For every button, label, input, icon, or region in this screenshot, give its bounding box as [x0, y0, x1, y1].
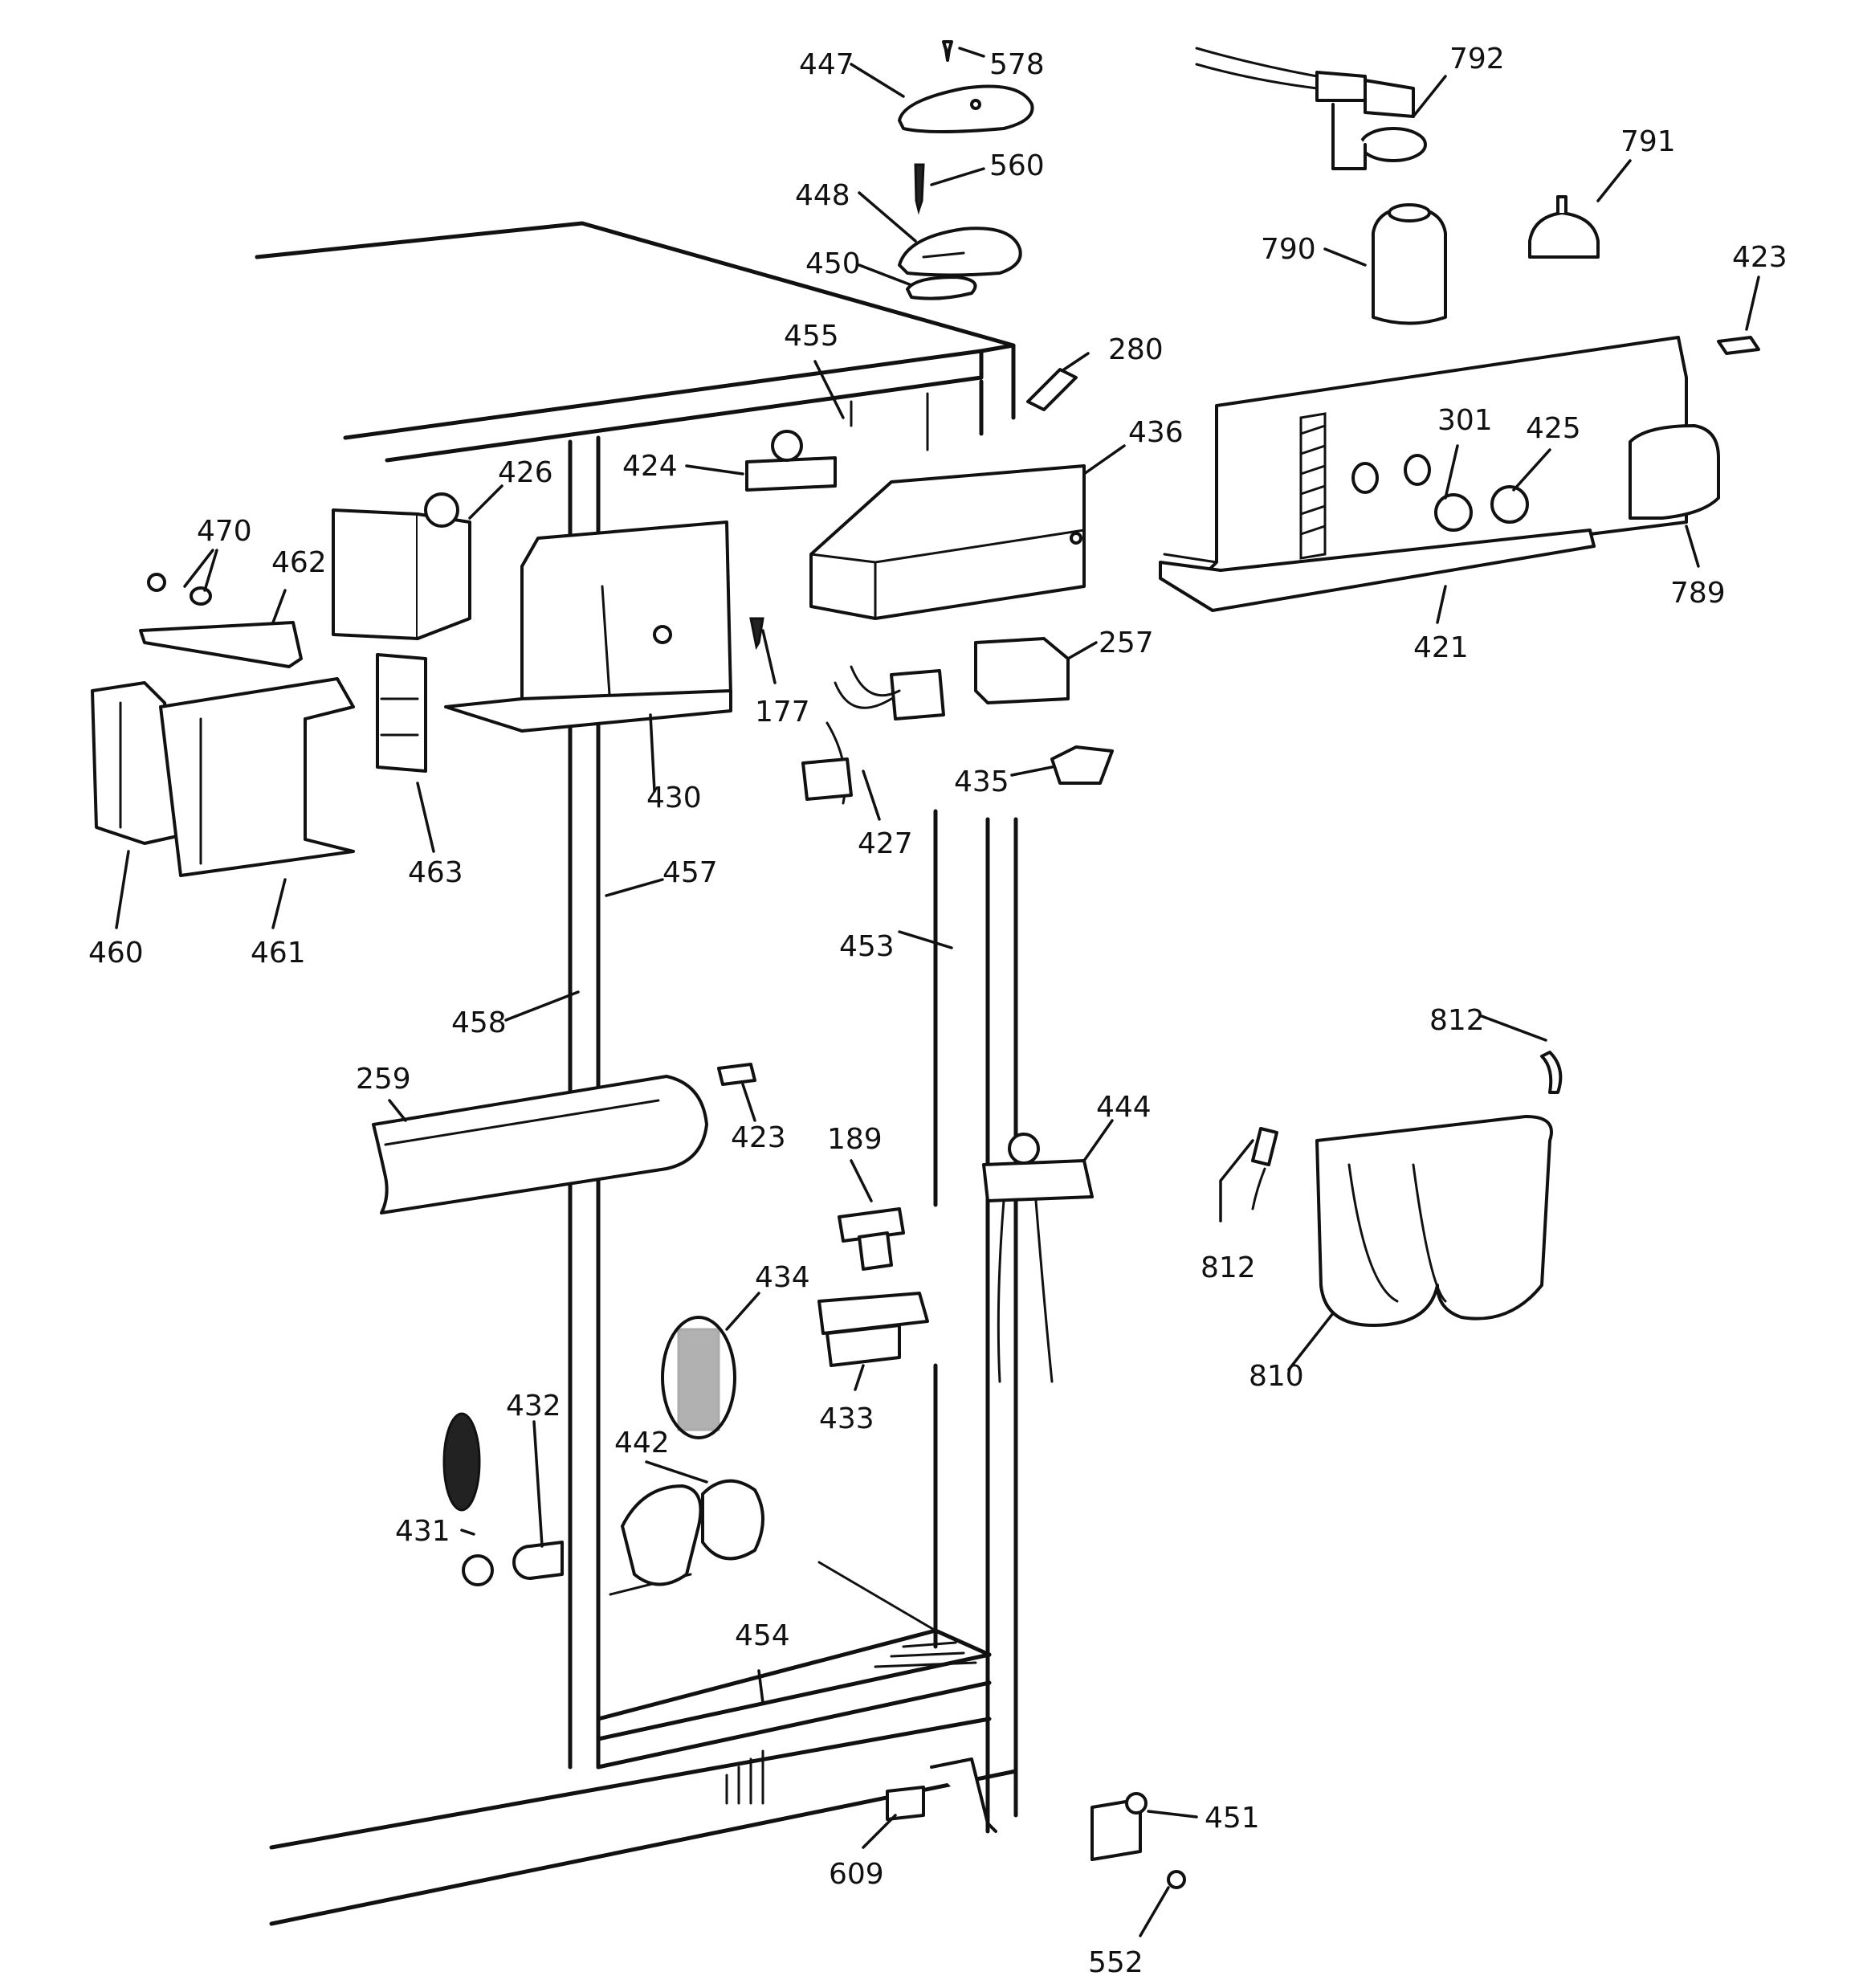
callout-462: 462	[271, 546, 327, 579]
callout-791: 791	[1620, 125, 1676, 158]
screw-177	[749, 617, 764, 651]
callout-790: 790	[1261, 233, 1316, 266]
housing-430	[444, 520, 732, 733]
callout-177: 177	[755, 696, 810, 729]
grommet-434	[661, 1316, 736, 1439]
screw-560	[914, 163, 925, 215]
callout-189: 189	[827, 1123, 883, 1156]
fan-housing-426	[332, 492, 471, 640]
tube-812-top	[1540, 1051, 1563, 1094]
callout-433: 433	[819, 1402, 874, 1435]
callout-427: 427	[858, 827, 913, 860]
leader-lines	[115, 47, 1760, 1937]
tube-280	[1026, 368, 1078, 411]
callout-430: 430	[646, 782, 702, 814]
callout-460: 460	[88, 937, 144, 970]
callout-463: 463	[408, 856, 463, 889]
water-filter-790	[1372, 203, 1447, 325]
callout-424: 424	[622, 450, 678, 483]
callout-421: 421	[1413, 631, 1469, 664]
clip-609	[886, 1786, 925, 1821]
callout-280: 280	[1108, 333, 1164, 366]
switch-424	[745, 430, 837, 492]
callout-458: 458	[451, 1006, 507, 1039]
callout-560: 560	[989, 149, 1045, 182]
callout-301: 301	[1437, 404, 1493, 437]
callout-423-middle: 423	[731, 1121, 786, 1154]
module-461	[159, 677, 355, 877]
callout-447: 447	[799, 48, 854, 81]
water-valve-792	[1195, 47, 1427, 170]
callout-423-top: 423	[1732, 241, 1788, 274]
knob-425	[1490, 485, 1529, 524]
harness-427	[801, 665, 945, 805]
gasket-431	[442, 1412, 494, 1586]
callout-812-side: 812	[1201, 1251, 1256, 1284]
shim-450	[906, 276, 977, 300]
bracket-451	[1090, 1792, 1148, 1861]
callout-789: 789	[1670, 577, 1726, 610]
control-panel-421	[1159, 336, 1688, 612]
callout-257: 257	[1099, 627, 1154, 659]
callout-442: 442	[614, 1427, 670, 1459]
screw-578	[942, 40, 953, 62]
callout-426: 426	[498, 456, 553, 489]
top-hinge-448	[898, 227, 1022, 277]
damper-442	[621, 1479, 764, 1586]
callout-470: 470	[197, 515, 252, 548]
gasket-462	[139, 621, 303, 668]
callout-434: 434	[755, 1261, 810, 1294]
callout-792: 792	[1449, 43, 1505, 76]
filter-cap-791	[1528, 195, 1600, 259]
relay-257	[974, 637, 1070, 704]
callout-812-top: 812	[1429, 1004, 1485, 1037]
tube-812-side	[1251, 1127, 1278, 1210]
module-460	[91, 681, 182, 845]
callout-450: 450	[805, 247, 861, 280]
callout-444: 444	[1096, 1091, 1152, 1124]
connector-423-top	[1717, 336, 1760, 355]
callout-425: 425	[1526, 412, 1581, 445]
heater-810	[1315, 1115, 1553, 1327]
callout-259: 259	[356, 1063, 411, 1096]
connector-423-middle	[717, 1063, 756, 1086]
plug-435	[1050, 745, 1114, 785]
screw-470	[147, 573, 212, 606]
callout-578: 578	[989, 48, 1045, 81]
callout-435: 435	[954, 765, 1009, 798]
callout-432: 432	[506, 1390, 561, 1423]
callout-457: 457	[662, 856, 718, 889]
callout-810: 810	[1249, 1360, 1304, 1393]
top-hinge-cover-447	[898, 84, 1034, 133]
callout-451: 451	[1205, 1802, 1260, 1835]
callout-455: 455	[784, 320, 839, 353]
callout-431: 431	[395, 1515, 450, 1548]
knob-301	[1434, 493, 1473, 532]
housing-436	[809, 464, 1086, 620]
callout-436: 436	[1128, 416, 1184, 449]
callout-609: 609	[829, 1858, 884, 1891]
bracket-463	[376, 653, 427, 773]
callout-labels: 447 578 560 448 450 792 791 790 423 280 …	[88, 43, 1788, 1979]
callout-454: 454	[735, 1619, 790, 1652]
callout-461: 461	[251, 937, 306, 970]
callout-448: 448	[795, 179, 850, 212]
trim-259	[372, 1075, 708, 1214]
tee-fitting-189	[838, 1207, 905, 1271]
callout-453: 453	[839, 930, 895, 963]
bushing-432	[512, 1541, 564, 1580]
tee-444	[982, 1133, 1094, 1383]
screw-552	[1167, 1870, 1186, 1889]
clip-433	[817, 1292, 929, 1367]
callout-552: 552	[1088, 1946, 1143, 1979]
end-cap-789	[1629, 424, 1720, 520]
